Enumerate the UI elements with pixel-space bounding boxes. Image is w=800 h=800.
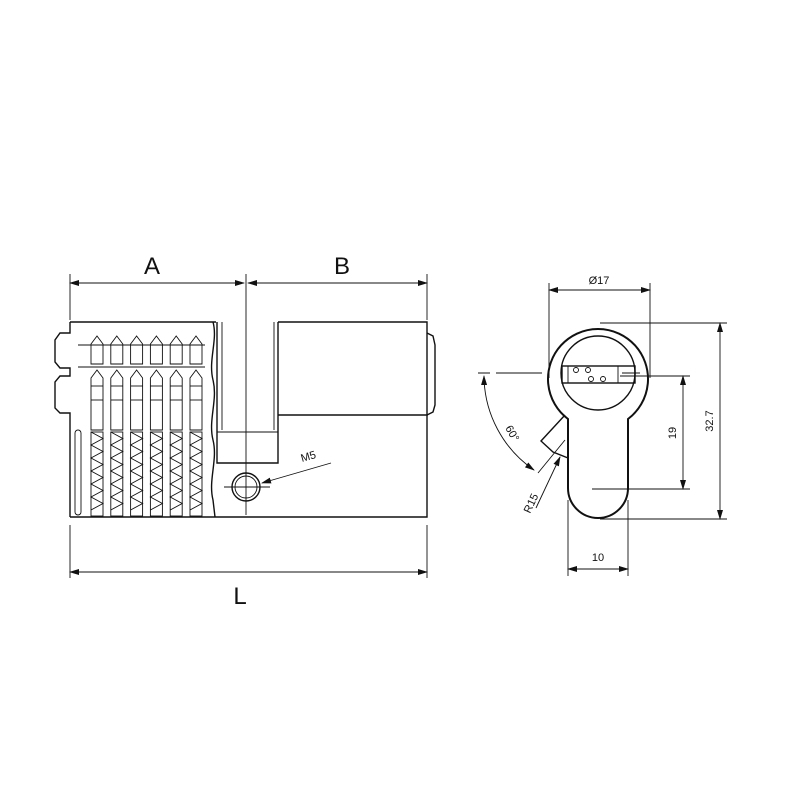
key-pin [110, 369, 124, 431]
end-cap [426, 332, 436, 416]
key-pin [169, 369, 183, 431]
label-l: L [233, 583, 246, 610]
pin-dot [573, 367, 579, 373]
key-pin [130, 369, 144, 431]
label-m5: M5 [300, 449, 318, 465]
side-view: A B M5 L [54, 253, 436, 610]
pin-stack [90, 335, 203, 517]
keyway-detail [567, 366, 640, 383]
spring [149, 431, 164, 511]
spring-chamber [149, 431, 163, 517]
m5-leader [261, 462, 332, 484]
body-bottom [70, 415, 428, 518]
radius-leader [535, 456, 561, 509]
front-view: Ø17 32.7 19 10 60° R15 [478, 275, 727, 576]
label-diameter: Ø17 [589, 275, 610, 287]
label-angle: 60° [502, 424, 521, 444]
pin-dot [588, 376, 594, 382]
spring [90, 431, 104, 511]
angle-arc [481, 375, 535, 471]
label-height: 32.7 [704, 410, 716, 431]
pin-dot [600, 376, 606, 382]
radius-line [537, 439, 566, 474]
label-width: 10 [592, 552, 604, 564]
driver-pin [189, 335, 203, 365]
driver-pin [110, 335, 124, 365]
key-pin [189, 369, 203, 431]
label-offset: 19 [667, 427, 679, 439]
body-right-cylinder [278, 321, 428, 416]
spring [129, 431, 144, 511]
cam-rotated [540, 414, 569, 459]
cam [217, 322, 278, 433]
spring-chamber [90, 431, 104, 517]
spring [169, 431, 184, 511]
key-pin [149, 369, 163, 431]
driver-pin [130, 335, 144, 365]
key-pin [90, 369, 104, 431]
break-line [210, 321, 216, 518]
spring-chamber [169, 431, 183, 517]
label-b: B [334, 253, 350, 280]
keyway [561, 365, 636, 384]
cam-slot [216, 322, 279, 464]
driver-pin [169, 335, 183, 365]
spring-chamber [130, 431, 144, 517]
rod [74, 429, 82, 516]
spring [109, 431, 124, 511]
spring-chamber [189, 431, 203, 517]
cylinder-profile [547, 328, 649, 519]
driver-pin [90, 335, 104, 365]
spring-chamber [110, 431, 124, 517]
pin-dot [585, 367, 591, 373]
spring [189, 431, 203, 511]
driver-pin [149, 335, 163, 365]
plug-profile [54, 322, 71, 517]
label-a: A [144, 253, 160, 280]
